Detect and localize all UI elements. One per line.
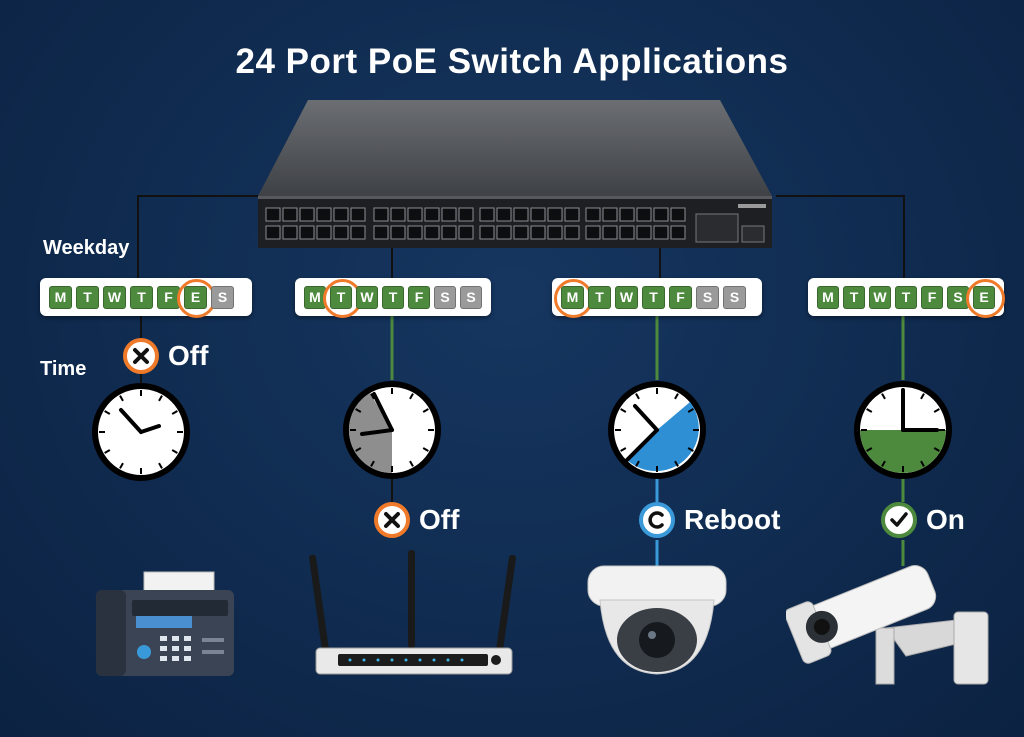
check-icon — [881, 502, 917, 538]
day-chip: M — [817, 285, 839, 309]
status-text-4: On — [926, 504, 965, 535]
day-chip: F — [921, 285, 943, 309]
status-text-3: Reboot — [684, 504, 781, 535]
day-chip: S — [460, 285, 482, 309]
day-chip: T — [382, 285, 404, 309]
bullet-camera-icon — [786, 565, 989, 685]
status-badge-1: Off — [123, 338, 208, 374]
day-chip: M — [554, 278, 593, 318]
status-badge-4: On — [881, 502, 965, 538]
fax-phone-icon — [96, 571, 234, 676]
day-chip: S — [434, 285, 456, 309]
x-icon — [374, 502, 410, 538]
reboot-icon — [639, 502, 675, 538]
day-chip: T — [895, 285, 917, 309]
day-chip: T — [843, 285, 865, 309]
wifi-router-icon — [309, 550, 516, 675]
time-label: Time — [40, 358, 87, 380]
weekday-label: Weekday — [43, 237, 130, 259]
day-chip: F — [408, 285, 430, 309]
day-chip: W — [356, 285, 378, 309]
clock-icon — [854, 381, 952, 479]
day-chip: T — [323, 278, 362, 318]
day-chip: E — [966, 278, 1005, 318]
clock-icon — [92, 383, 190, 481]
day-chip: S — [696, 285, 719, 309]
x-icon — [123, 338, 159, 374]
day-chip: M — [49, 285, 72, 309]
day-chip: T — [588, 285, 611, 309]
day-chip: T — [642, 285, 665, 309]
day-chip: W — [869, 285, 891, 309]
day-chip: T — [76, 285, 99, 309]
day-chip: S — [723, 285, 746, 309]
status-badge-3: Reboot — [639, 502, 780, 538]
day-chip: E — [177, 278, 216, 318]
day-chip: W — [103, 285, 126, 309]
day-chip: F — [669, 285, 692, 309]
clock-icon — [608, 381, 706, 479]
poe-switch — [258, 100, 772, 248]
day-chip: W — [615, 285, 638, 309]
clock-icon — [343, 381, 441, 479]
status-badge-2: Off — [374, 502, 459, 538]
dome-camera-icon — [587, 565, 727, 675]
status-text-1: Off — [168, 340, 209, 371]
day-chip: T — [130, 285, 153, 309]
status-text-2: Off — [419, 504, 460, 535]
day-chip: S — [211, 285, 234, 309]
diagram-title: 24 Port PoE Switch Applications — [235, 42, 789, 81]
